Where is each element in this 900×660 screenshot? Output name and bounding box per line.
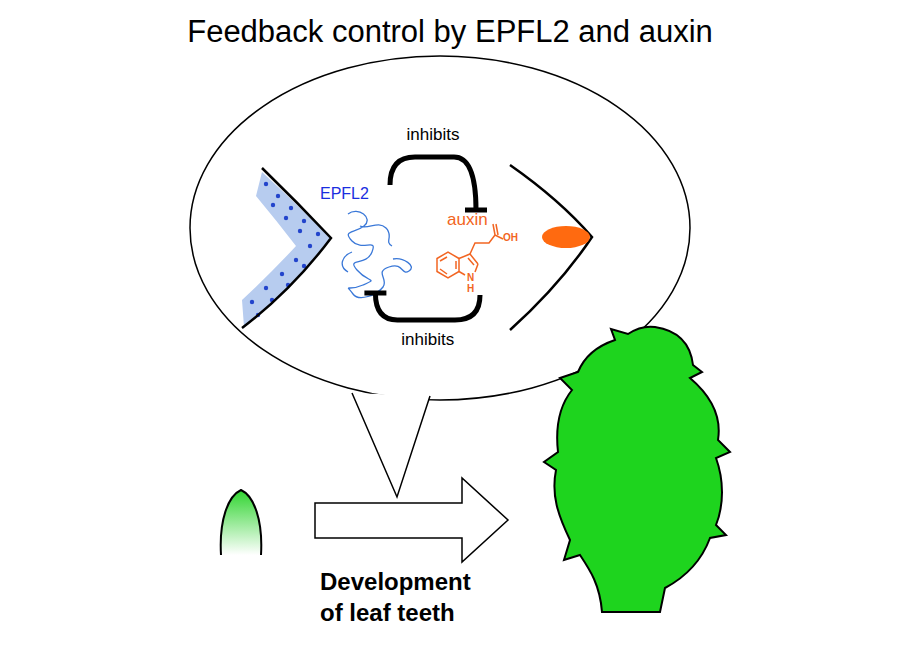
development-arrow	[315, 478, 508, 562]
diagram-title: Feedback control by EPFL2 and auxin	[0, 14, 900, 50]
leaf-margin-right	[510, 165, 592, 330]
atom-label: H	[467, 283, 474, 294]
expression-dot	[264, 182, 268, 186]
atom-label: N	[467, 272, 474, 283]
leaf-primordium	[221, 490, 262, 555]
inhibition-connector	[390, 157, 487, 210]
toothed-leaf	[544, 327, 730, 612]
atom-label: OH	[503, 232, 518, 243]
expression-dot	[284, 216, 288, 220]
connector-line	[390, 157, 476, 210]
process-caption: Development of leaf teeth	[320, 566, 498, 628]
inhibition-connector	[364, 293, 480, 320]
inhibition-bar	[364, 291, 386, 296]
leaf-margin-left	[242, 168, 331, 328]
epfl2-region	[242, 172, 330, 327]
expression-dot	[280, 272, 284, 276]
edge-label: inhibits	[399, 330, 456, 350]
expression-dot	[308, 244, 312, 248]
expression-dot	[316, 232, 320, 236]
expression-dot	[289, 206, 293, 210]
expression-dot	[302, 219, 306, 223]
edge-label: inhibits	[405, 125, 462, 145]
auxin-molecule	[437, 224, 503, 278]
molecule-node: EPFL2	[318, 185, 400, 293]
primordium-outline	[221, 490, 262, 555]
protein-structure	[342, 211, 411, 297]
expression-dot	[250, 300, 254, 304]
node-label: auxin	[447, 210, 512, 230]
expression-dot	[276, 194, 280, 198]
expression-dots	[250, 182, 320, 317]
expression-dot	[294, 258, 298, 262]
connector-line	[375, 293, 480, 320]
auxin-maximum	[542, 226, 590, 248]
expression-dot	[264, 286, 268, 290]
bubble-tail	[352, 393, 430, 497]
expression-dot	[298, 229, 302, 233]
node-label: EPFL2	[320, 185, 400, 203]
expression-dot	[271, 203, 275, 207]
